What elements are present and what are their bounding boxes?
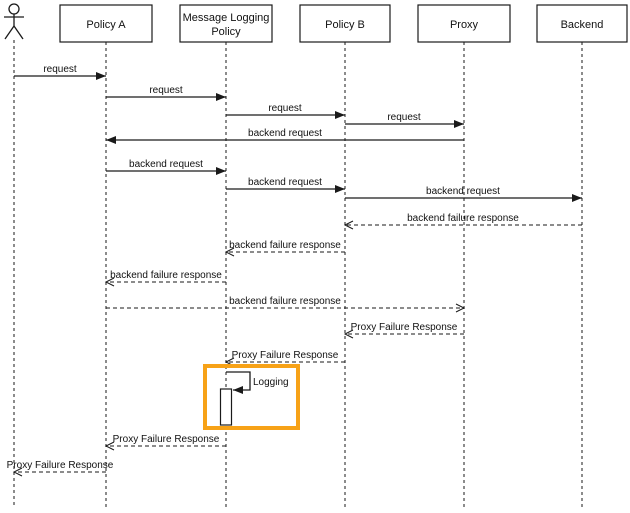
participants: Policy A Message Logging Policy Policy B… [4,3,628,43]
message-12-backend-failure-response: backend failure response [106,296,466,313]
participant-label-line1: Message Logging [183,12,270,24]
participant-message-logging-policy: Message Logging Policy [179,4,273,43]
participant-policy-b: Policy B [299,4,391,43]
self-message-arrow [226,371,251,394]
highlight-box [203,364,300,430]
message-label: backend failure response [229,296,341,307]
message-label: backend failure response [407,213,519,224]
message-8-backend-request: backend request [345,186,582,202]
message-label: backend request [248,128,322,139]
participant-label: Proxy [450,19,479,31]
participant-proxy: Proxy [417,4,511,43]
activation-bar [219,388,233,426]
message-label: Proxy Failure Response [232,350,339,361]
message-label: request [43,64,77,75]
message-label: backend request [129,159,203,170]
participant-label-line2: Policy [211,26,241,38]
participant-box [299,4,391,43]
participant-box [179,4,273,43]
message-4-request: request [345,112,464,128]
message-16-proxy-failure-response: Proxy Failure Response [104,434,226,451]
participant-policy-a: Policy A [59,4,153,43]
message-label: request [387,112,421,123]
message-label: backend failure response [229,240,341,251]
participant-box [59,4,153,43]
message-6-backend-request: backend request [106,159,226,175]
actor-right-leg [13,25,24,40]
actor-head [8,3,20,15]
message-label: Proxy Failure Response [7,460,114,471]
message-17-proxy-failure-response: Proxy Failure Response [7,460,114,477]
message-10-backend-failure-response: backend failure response [224,240,345,257]
message-3-request: request [226,103,345,119]
participant-user-actor [4,3,24,40]
message-label: request [268,103,302,114]
participant-label: Backend [561,19,604,31]
participant-label: Policy B [325,19,365,31]
participant-backend: Backend [536,4,628,43]
actor-left-leg [4,25,15,40]
message-7-backend-request: backend request [226,177,345,193]
message-1-request: request [14,64,106,80]
message-label: Logging [253,377,289,388]
message-9-backend-failure-response: backend failure response [343,213,582,230]
message-label: Proxy Failure Response [351,322,458,333]
message-label: Proxy Failure Response [113,434,220,445]
message-5-backend-request: backend request [106,128,464,144]
messages: request request request request backend … [7,64,582,477]
message-15-logging-self-call: Logging [219,371,289,426]
message-2-request: request [106,85,226,101]
participant-box [417,4,511,43]
participant-box [536,4,628,43]
message-label: request [149,85,183,96]
message-13-proxy-failure-response: Proxy Failure Response [343,322,464,339]
participant-label: Policy A [86,19,126,31]
message-label: backend request [248,177,322,188]
message-label: backend failure response [110,270,222,281]
message-label: backend request [426,186,500,197]
message-14-proxy-failure-response: Proxy Failure Response [224,350,345,367]
message-11-backend-failure-response: backend failure response [104,270,226,287]
